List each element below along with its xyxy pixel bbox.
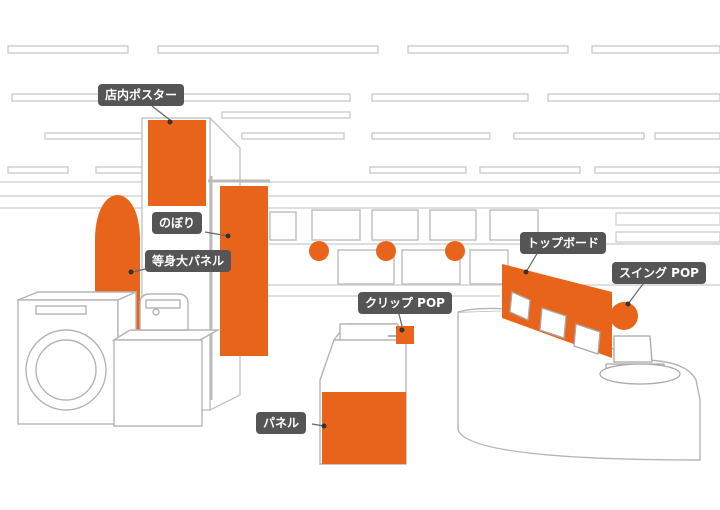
- top-board-label: トップボード: [520, 232, 606, 254]
- poster-label: 店内ポスター: [98, 84, 184, 106]
- life-size-panel-label: 等身大パネル: [145, 250, 231, 272]
- swing-pop-label: スイング POP: [612, 262, 706, 284]
- store-poster: [148, 120, 206, 206]
- ceiling-lights: [8, 46, 720, 173]
- panel: [322, 392, 406, 464]
- nobori-label: のぼり: [152, 212, 202, 234]
- swing-pop-table: [610, 302, 638, 330]
- panel-label: パネル: [256, 412, 306, 434]
- clip-pop-label: クリップ POP: [358, 292, 452, 314]
